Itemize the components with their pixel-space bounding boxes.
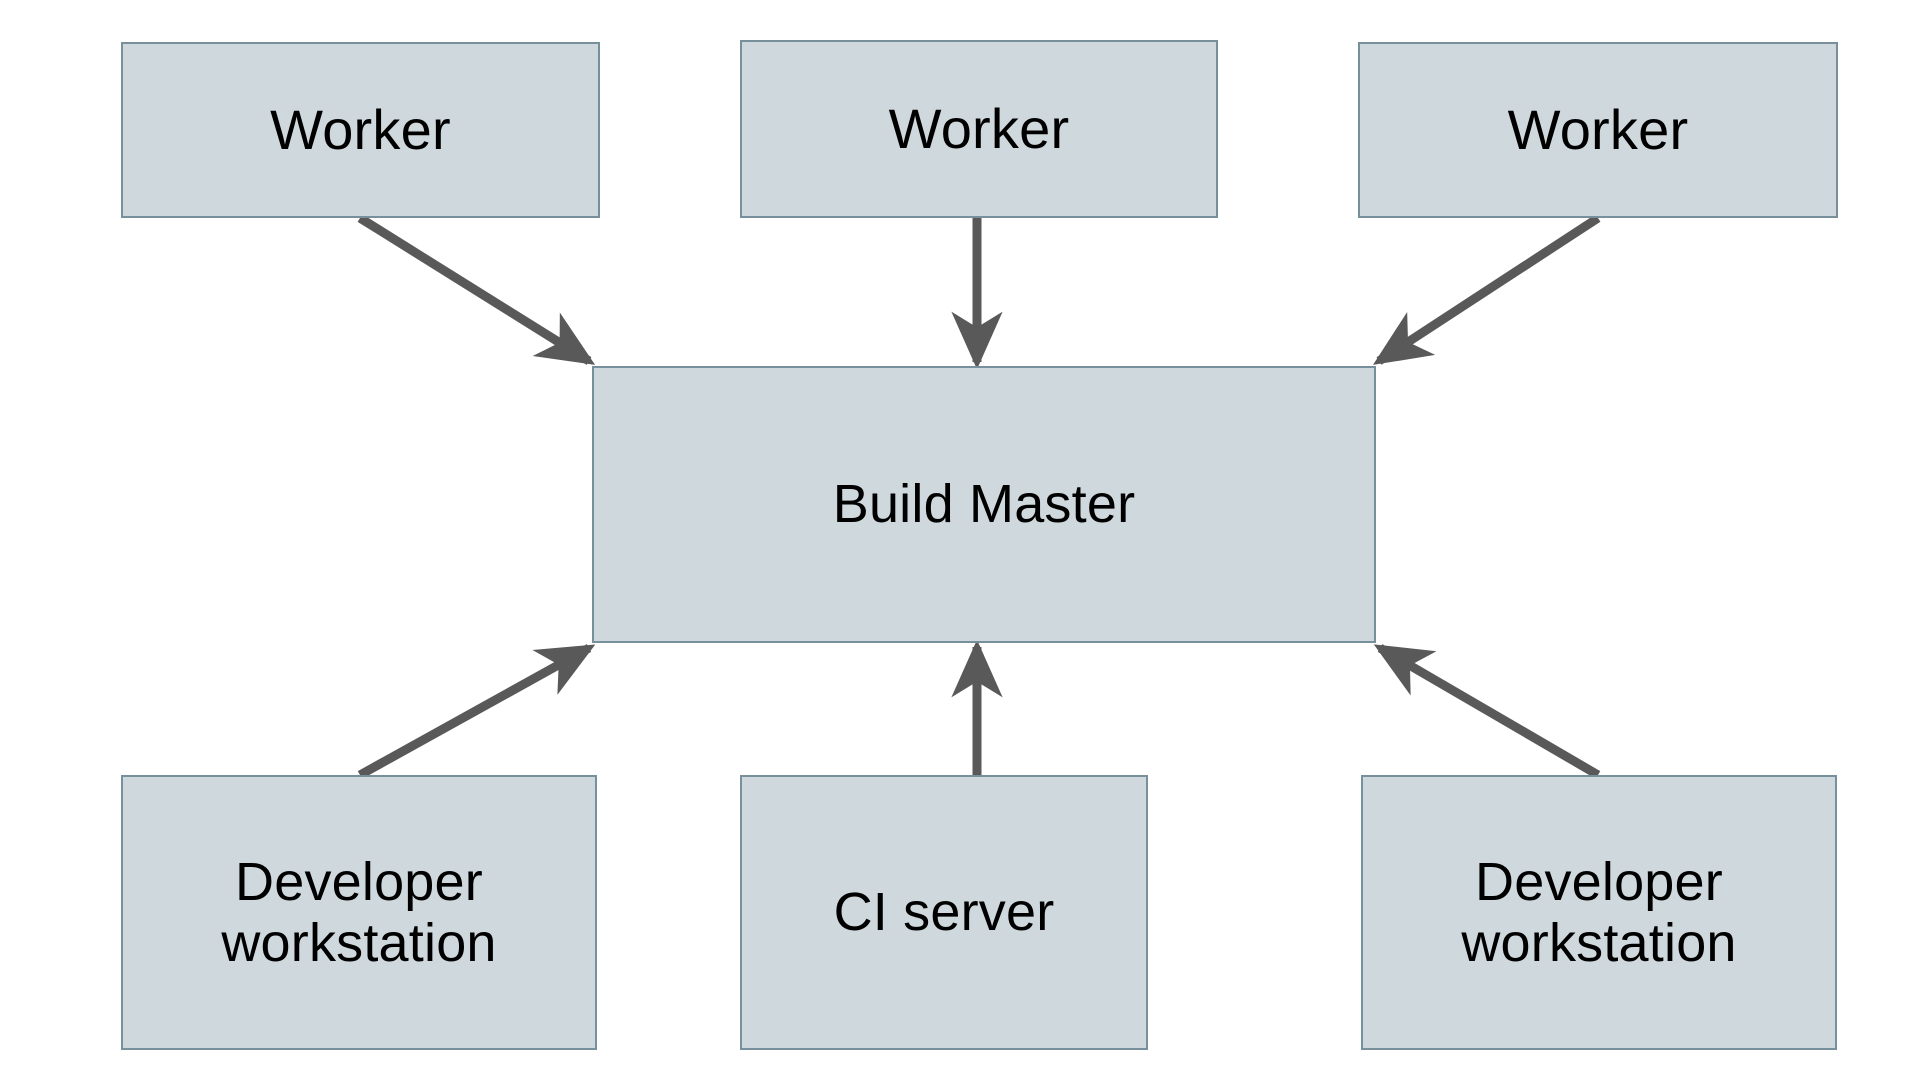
node-label: Build Master bbox=[832, 474, 1136, 535]
node-worker-left[interactable]: Worker bbox=[121, 42, 600, 218]
node-worker-right[interactable]: Worker bbox=[1358, 42, 1838, 218]
edge-worker-left-to-master bbox=[357, 214, 596, 365]
node-label: Worker bbox=[1507, 97, 1689, 161]
node-developer-workstation-right[interactable]: Developer workstation bbox=[1361, 775, 1837, 1050]
node-label: CI server bbox=[833, 882, 1055, 943]
edge-worker-right-to-master bbox=[1372, 214, 1601, 365]
edge-dev-left-to-master bbox=[357, 644, 596, 779]
node-ci-server[interactable]: CI server bbox=[740, 775, 1148, 1050]
node-label: Developer workstation bbox=[221, 852, 497, 973]
node-worker-mid[interactable]: Worker bbox=[740, 40, 1218, 218]
node-label: Worker bbox=[888, 96, 1070, 160]
node-label: Worker bbox=[270, 97, 451, 161]
node-developer-workstation-left[interactable]: Developer workstation bbox=[121, 775, 597, 1050]
node-label: Developer workstation bbox=[1461, 852, 1737, 973]
edge-dev-right-to-master bbox=[1373, 644, 1601, 779]
node-build-master[interactable]: Build Master bbox=[592, 366, 1376, 643]
